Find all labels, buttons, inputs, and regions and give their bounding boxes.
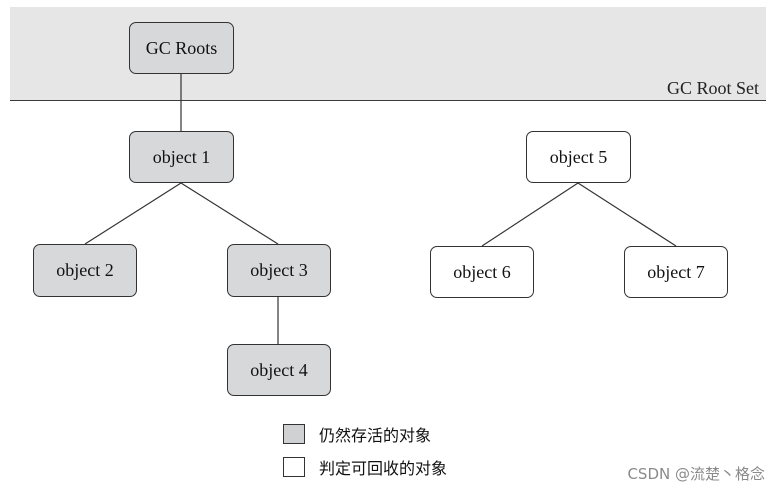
gc-root-set-label: GC Root Set [666,78,759,98]
legend-live-label: 仍然存活的对象 [319,426,432,445]
edge-object5-object7 [577,182,677,247]
edge-object1-object3 [180,182,279,245]
object-6-node: object 6 [430,246,534,298]
edge-object5-object6 [481,182,579,247]
object-2-node: object 2 [33,244,137,297]
object-3-node: object 3 [227,244,331,297]
legend-dead-swatch [283,457,305,477]
object-1-node: object 1 [129,131,234,183]
legend-live-row: 仍然存活的对象 [283,422,431,446]
object-4-node: object 4 [227,344,331,396]
legend-dead-label: 判定可回收的对象 [319,459,448,478]
object-7-node: object 7 [624,246,728,298]
watermark: CSDN @流楚丶格念 [627,465,765,483]
edge-object1-object2 [84,182,182,245]
object-5-node: object 5 [526,131,631,183]
legend-dead-row: 判定可回收的对象 [283,455,447,479]
gc-roots-node: GC Roots [129,22,234,74]
root-set-boundary-line [10,100,766,101]
legend-live-swatch [283,424,305,444]
